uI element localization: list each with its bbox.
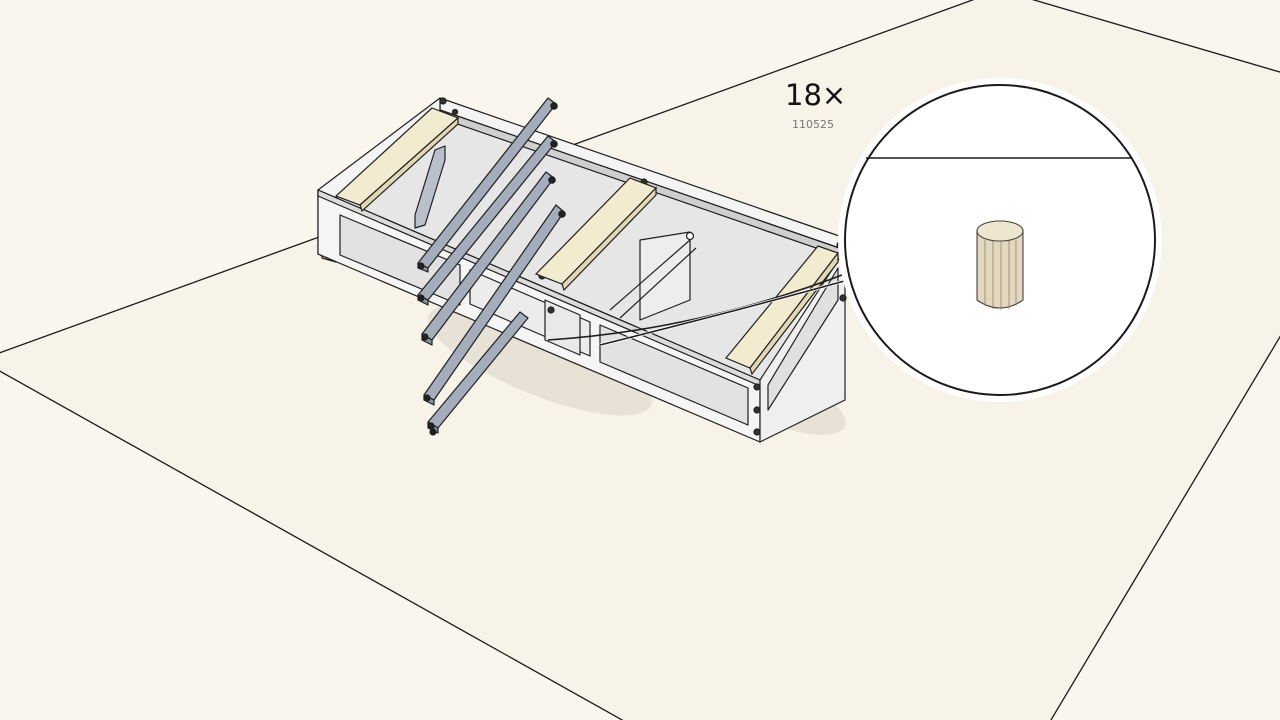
wooden-dowel-icon (976, 220, 1024, 310)
wooden-slats (334, 107, 839, 376)
part-number: 110525 (792, 118, 834, 131)
callout-leader-lines (547, 271, 851, 347)
metal-rails (414, 97, 566, 436)
quantity-label: 18× (785, 78, 847, 112)
